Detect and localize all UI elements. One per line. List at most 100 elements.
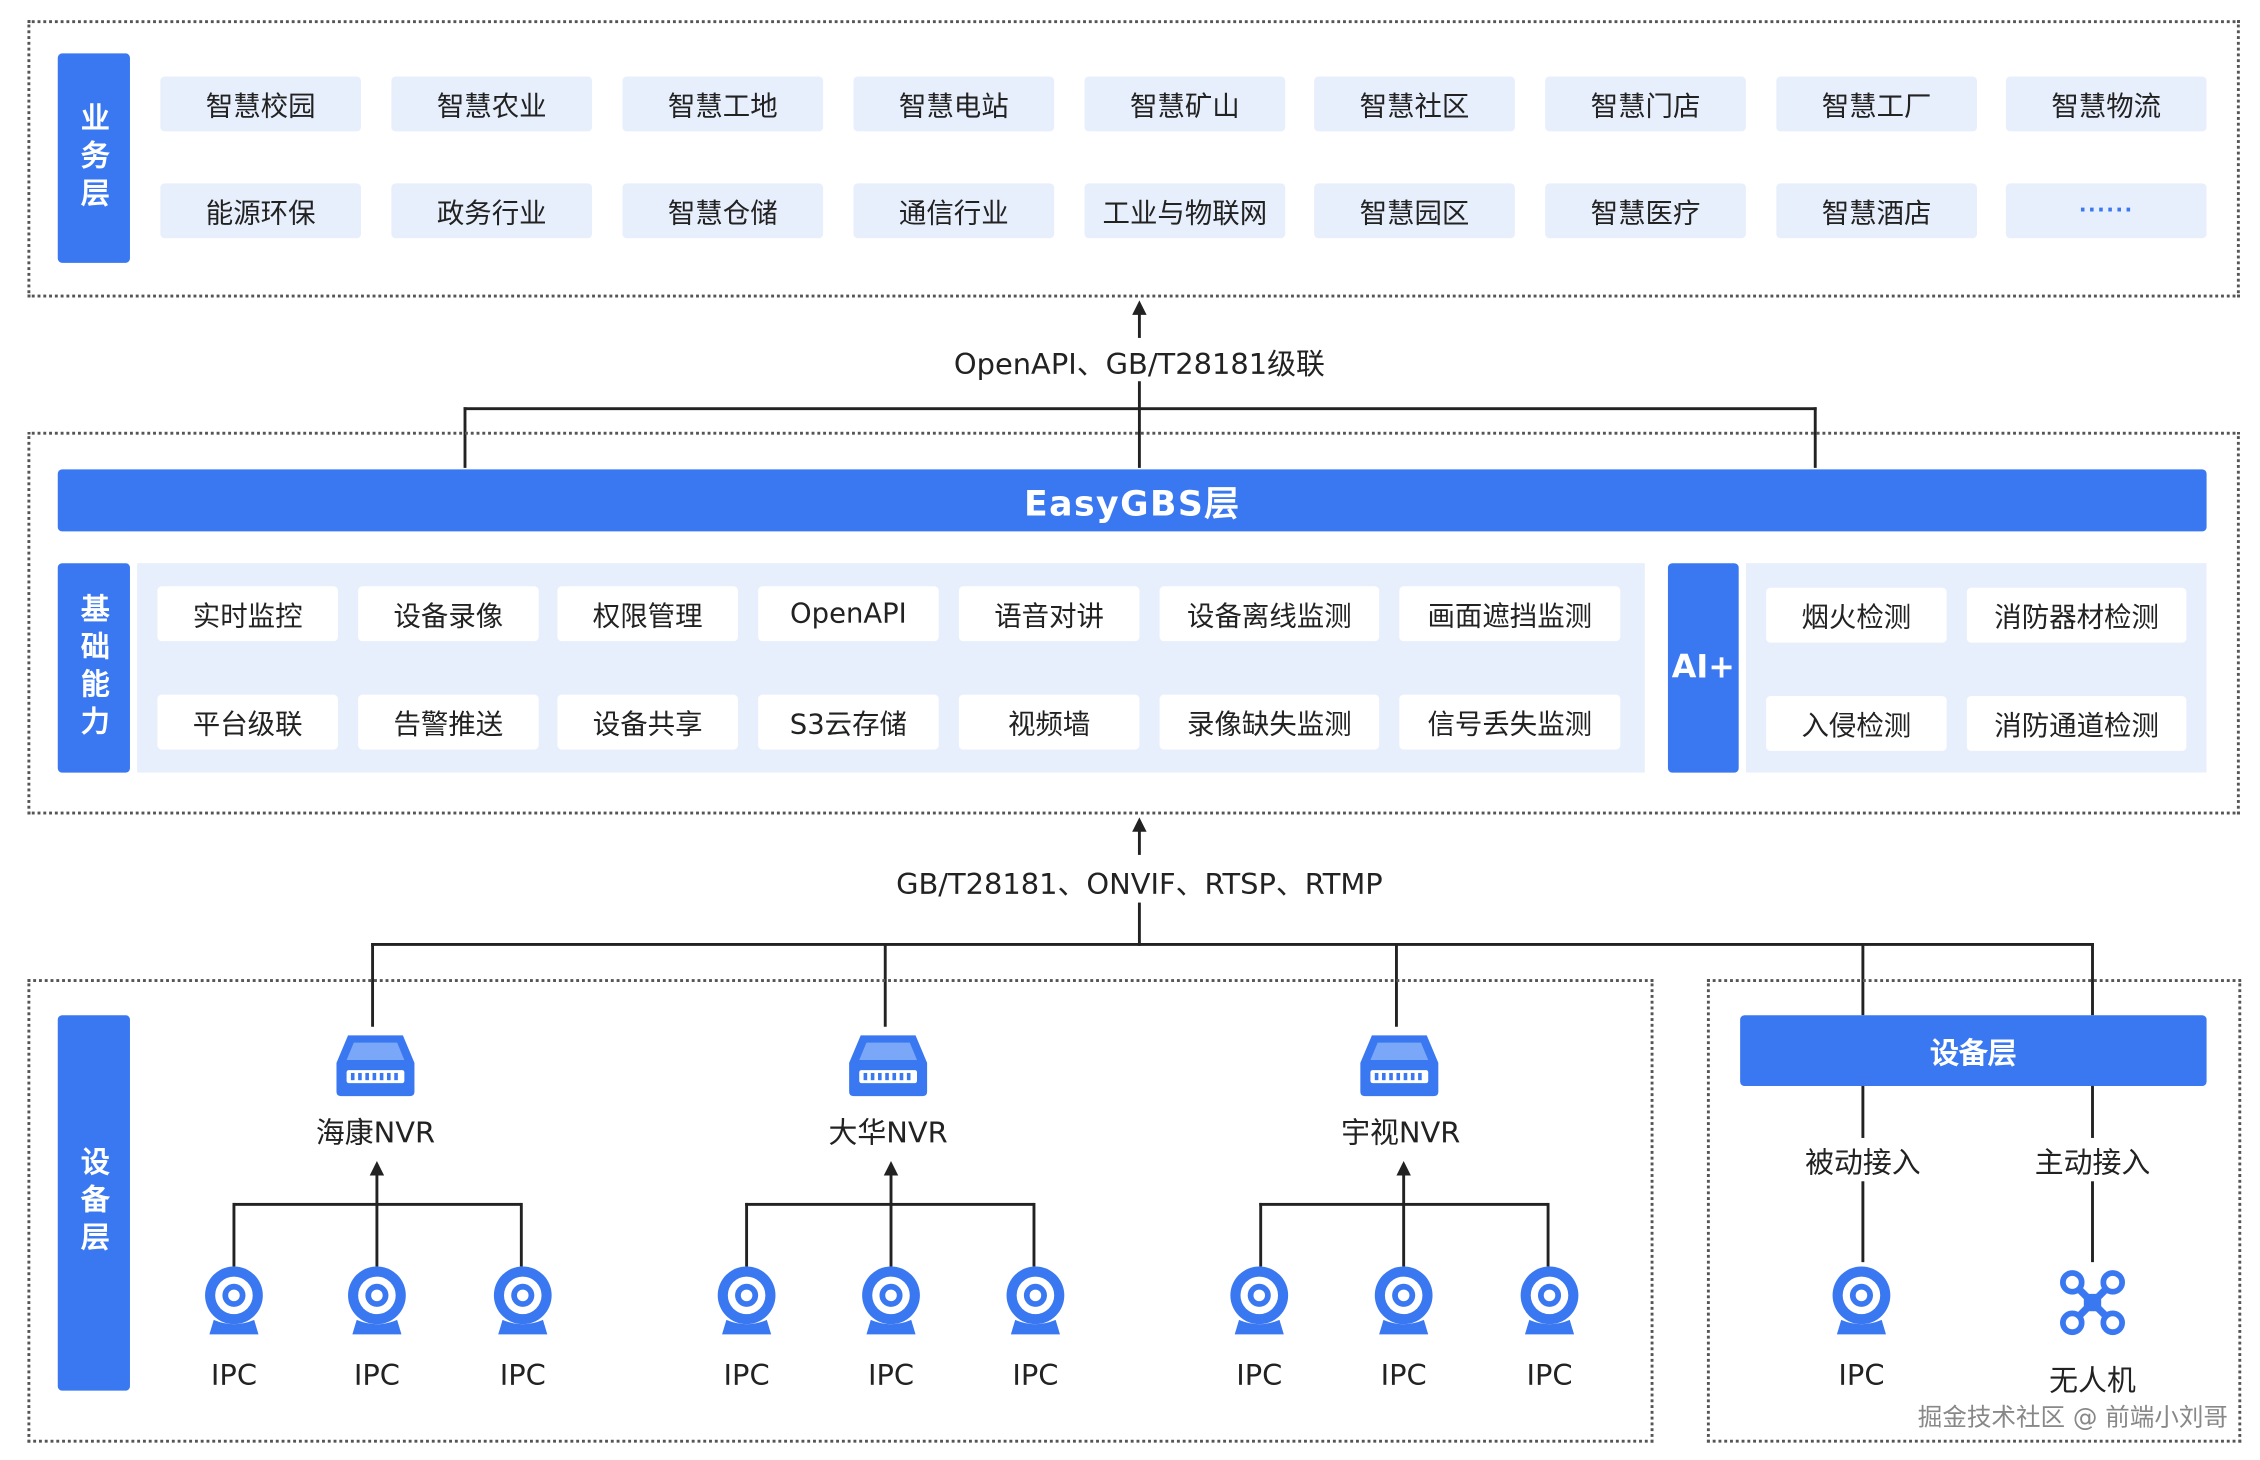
capability-chip-5: 语音对讲 (958, 586, 1140, 642)
business-chip-15: 智慧园区 (1314, 183, 1515, 239)
capability-chip-4: OpenAPI (758, 586, 939, 642)
ipc-label: IPC (867, 1357, 915, 1393)
nvr-name-3: 宇视NVR (1341, 1114, 1461, 1150)
connector-line (2091, 1181, 2094, 1263)
basic-capability-label: 基础能力 (57, 563, 130, 773)
device-layer-box (27, 979, 1654, 1443)
ai-chip-2: 消防器材检测 (1966, 587, 2187, 643)
connector-line (1861, 1085, 1865, 1138)
business-chip-10: 能源环保 (160, 183, 362, 239)
capability-chip-8: 平台级联 (157, 694, 338, 750)
camera-icon (493, 1266, 552, 1335)
camera-icon (1832, 1266, 1891, 1335)
arrow-up-icon (369, 1161, 385, 1176)
arrow-up-icon (1132, 300, 1147, 315)
capability-chip-3: 权限管理 (557, 586, 738, 642)
connector-line (1032, 1202, 1036, 1267)
connector-line (889, 1172, 893, 1267)
nvr-name-2: 大华NVR (828, 1114, 948, 1150)
business-chip-more: ······ (2005, 183, 2207, 239)
connector-line (371, 942, 375, 1027)
camera-icon (205, 1266, 263, 1335)
connector-line (1137, 828, 1141, 855)
capability-chip-11: S3云存储 (758, 694, 939, 750)
camera-icon (862, 1266, 920, 1335)
connector-line (1137, 311, 1141, 338)
ipc-label: IPC (723, 1357, 770, 1393)
ipc-label: IPC (1236, 1357, 1283, 1393)
nvr-icon (336, 1035, 415, 1097)
connector-line (745, 1202, 1034, 1206)
camera-icon (1230, 1266, 1289, 1335)
ai-chip-1: 烟火检测 (1766, 587, 1947, 643)
drone-icon (2060, 1270, 2125, 1336)
business-chip-1: 智慧校园 (160, 76, 362, 132)
capability-chip-14: 信号丢失监测 (1399, 694, 1621, 750)
connector-line (463, 407, 467, 468)
nvr-name-1: 海康NVR (315, 1114, 436, 1150)
business-chip-2: 智慧农业 (391, 76, 593, 132)
connector-line (232, 1202, 236, 1267)
connector-line (1813, 407, 1817, 468)
connector-line (1137, 381, 1141, 468)
capability-chip-1: 实时监控 (157, 586, 338, 642)
business-chip-11: 政务行业 (391, 183, 593, 239)
capability-chip-12: 视频墙 (958, 694, 1140, 750)
device-right-box (1706, 979, 2242, 1443)
passive-access-label: 被动接入 (1805, 1145, 1921, 1180)
link-top-label: OpenAPI、GB/T28181级联 (953, 346, 1325, 382)
ipc-label: IPC (1380, 1357, 1427, 1393)
active-access-label: 主动接入 (2034, 1145, 2151, 1180)
connector-line (519, 1202, 523, 1267)
business-chip-13: 通信行业 (853, 183, 1055, 239)
right-ipc-label: IPC (1838, 1357, 1885, 1393)
connector-line (2091, 1085, 2094, 1138)
connector-line (232, 1202, 522, 1206)
capability-chip-2: 设备录像 (358, 586, 539, 642)
device-right-title: 设备层 (1930, 1035, 2017, 1071)
ai-chip-4: 消防通道检测 (1966, 696, 2187, 751)
nvr-icon (849, 1035, 928, 1097)
ipc-label: IPC (1012, 1357, 1059, 1393)
connector-line (1546, 1202, 1550, 1267)
connector-line (463, 407, 1817, 411)
business-chip-8: 智慧工厂 (1776, 76, 1977, 132)
link-bottom-label: GB/T28181、ONVIF、RTSP、RTMP (896, 866, 1383, 902)
capability-chip-13: 录像缺失监测 (1159, 694, 1380, 750)
capability-chip-6: 设备离线监测 (1159, 586, 1380, 642)
drone-label: 无人机 (2049, 1363, 2136, 1398)
capability-chip-7: 画面遮挡监测 (1399, 586, 1621, 642)
capability-chip-9: 告警推送 (358, 694, 539, 750)
connector-line (371, 942, 2094, 946)
connector-line (1402, 1172, 1406, 1267)
business-chip-6: 智慧社区 (1314, 76, 1515, 132)
easygbs-title: EasyGBS层 (1024, 483, 1241, 525)
ipc-label: IPC (499, 1357, 546, 1393)
business-chip-7: 智慧门店 (1545, 76, 1746, 132)
camera-icon (717, 1266, 776, 1335)
nvr-icon (1360, 1035, 1439, 1097)
capability-chip-10: 设备共享 (557, 694, 738, 750)
business-chip-12: 智慧仓储 (622, 183, 824, 239)
ipc-label: IPC (1526, 1357, 1573, 1393)
connector-line (1259, 1202, 1549, 1206)
camera-icon (1006, 1266, 1065, 1335)
arrow-up-icon (1396, 1161, 1411, 1176)
business-chip-4: 智慧电站 (853, 76, 1055, 132)
business-chip-5: 智慧矿山 (1084, 76, 1286, 132)
connector-line (1259, 1202, 1263, 1267)
camera-icon (348, 1266, 406, 1335)
business-layer-label: 业务层 (57, 53, 130, 263)
device-layer-label: 设备层 (57, 1015, 130, 1391)
arrow-up-icon (883, 1161, 899, 1176)
easygbs-title-bar: EasyGBS层 (57, 469, 2207, 532)
camera-icon (1520, 1266, 1579, 1335)
business-chip-17: 智慧酒店 (1776, 183, 1977, 239)
ai-chip-3: 入侵检测 (1766, 696, 1947, 751)
business-chip-3: 智慧工地 (622, 76, 824, 132)
camera-icon (1374, 1266, 1433, 1335)
connector-line (375, 1172, 379, 1267)
business-chip-9: 智慧物流 (2005, 76, 2207, 132)
connector-line (1137, 902, 1141, 946)
